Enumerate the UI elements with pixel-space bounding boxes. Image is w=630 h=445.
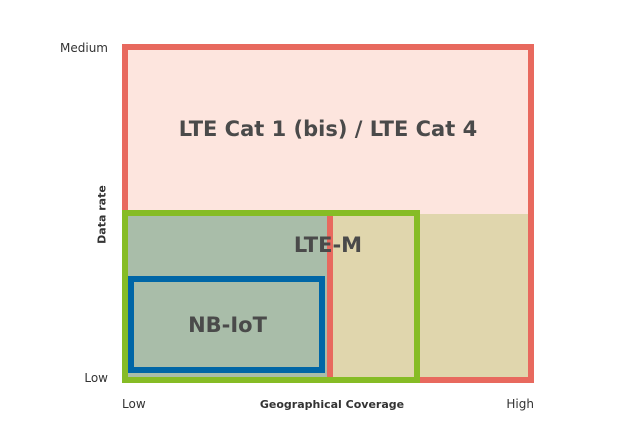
lte-m-label: LTE-M: [293, 233, 363, 257]
lte-cat-divider-line: [327, 214, 333, 383]
x-axis-right-label: High: [506, 397, 534, 411]
nbiot-overlap-fill: [126, 214, 329, 379]
nbiot-border: [128, 276, 325, 373]
lte-cat-label: LTE Cat 1 (bis) / LTE Cat 4: [178, 117, 478, 141]
x-axis-left-label: Low: [122, 397, 146, 411]
x-axis-title: Geographical Coverage: [259, 398, 405, 411]
nbiot-label: NB-IoT: [188, 313, 267, 337]
lte-m-border: [122, 210, 420, 383]
y-axis-title: Data rate: [95, 185, 109, 244]
y-axis-top-label: Medium: [60, 41, 108, 55]
y-axis-bottom-label: Low: [84, 371, 108, 385]
